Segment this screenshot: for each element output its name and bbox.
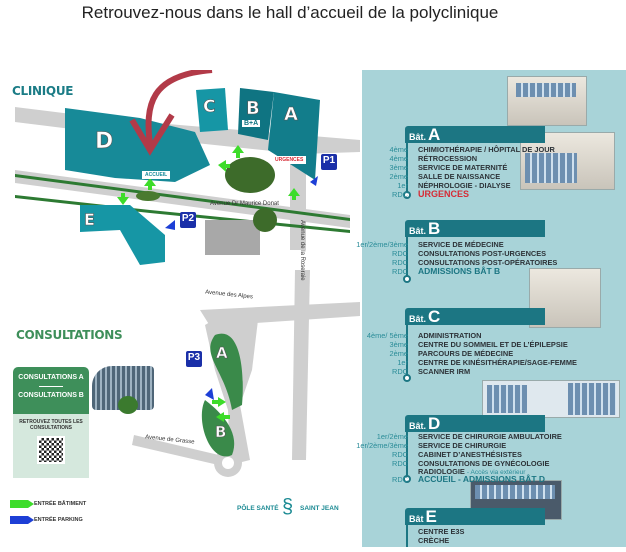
logo-caduceus-icon: § — [282, 496, 294, 518]
bat-a-header: Bât.A — [405, 126, 545, 143]
find-all-consultations-text: RETROUVEZ TOUTES LES CONSULTATIONS — [19, 419, 83, 431]
parking-p3-icon: P3 — [186, 351, 202, 367]
entree-ba-label: B+A — [242, 120, 261, 127]
urgences-label: URGENCES — [272, 156, 307, 164]
qr-code[interactable] — [37, 436, 65, 464]
building-a-image — [507, 76, 587, 126]
red-arrow-icon — [145, 67, 213, 146]
svg-text:D: D — [95, 129, 113, 154]
timeline-dot — [403, 475, 411, 483]
entree-parking-arrows — [165, 176, 318, 400]
consultations-b-label: CONSULTATIONS B — [18, 392, 84, 399]
accueil-label: ACCUEIL — [142, 171, 171, 179]
qr-box: RETROUVEZ TOUTES LES CONSULTATIONS — [13, 414, 89, 478]
svg-text:E: E — [84, 210, 95, 229]
svg-text:A: A — [216, 344, 228, 362]
map-graphic: D C B A E A B — [10, 67, 360, 524]
building-d: D — [65, 108, 210, 182]
list-item: RADIOLOGIE - Accès via extérieur — [418, 467, 526, 476]
street-label: Avenue Dr Maurice Donat — [210, 201, 279, 207]
svg-text:C: C — [203, 97, 215, 117]
svg-text:A: A — [284, 104, 298, 125]
consult-building-b: B — [201, 400, 235, 457]
building-d-image — [482, 380, 620, 418]
building-e: E — [80, 205, 165, 265]
bat-b-header: Bât.B — [405, 220, 545, 237]
bat-d-header: Bât.D — [405, 415, 545, 432]
site-map: D C B A E A B CLINIQUE CONSULTATIONS ACC… — [0, 67, 362, 547]
tree-icon — [118, 396, 138, 414]
parking-p1-icon: P1 — [321, 154, 337, 170]
street-label: Avenue de la Roseraie — [299, 220, 305, 281]
svg-text:B: B — [246, 98, 260, 119]
consultations-box: CONSULTATIONS A CONSULTATIONS B — [13, 367, 89, 414]
headline: Retrouvez-nous dans le hall d’accueil de… — [81, 3, 499, 22]
grey-building — [205, 220, 260, 255]
rdc-marker — [403, 191, 411, 199]
trees — [225, 157, 275, 193]
legend-entree-batiment: ENTRÉE BÂTIMENT — [34, 501, 87, 507]
list-item: CRÈCHE — [418, 536, 450, 545]
parking-p2-icon: P2 — [180, 212, 196, 228]
consultations-a-label: CONSULTATIONS A — [18, 374, 84, 381]
timeline-dot — [403, 275, 411, 283]
building-c: C — [196, 88, 228, 132]
list-item: CENTRE E3S — [418, 527, 465, 536]
consultations-title: CONSULTATIONS — [16, 328, 123, 342]
entree-batiment-arrows — [117, 145, 300, 422]
logo-left-text: PÔLE SANTÉ — [237, 505, 279, 512]
timeline-dot — [403, 374, 411, 382]
clinique-title: CLINIQUE — [12, 84, 74, 98]
svg-text:B: B — [215, 423, 226, 441]
building-b: B — [238, 88, 274, 140]
logo-right-text: SAINT JEAN — [300, 505, 339, 512]
consult-building-a: A — [210, 333, 243, 410]
legend-entree-parking: ENTRÉE PARKING — [34, 517, 83, 523]
bat-c-header: Bât.C — [405, 308, 545, 325]
